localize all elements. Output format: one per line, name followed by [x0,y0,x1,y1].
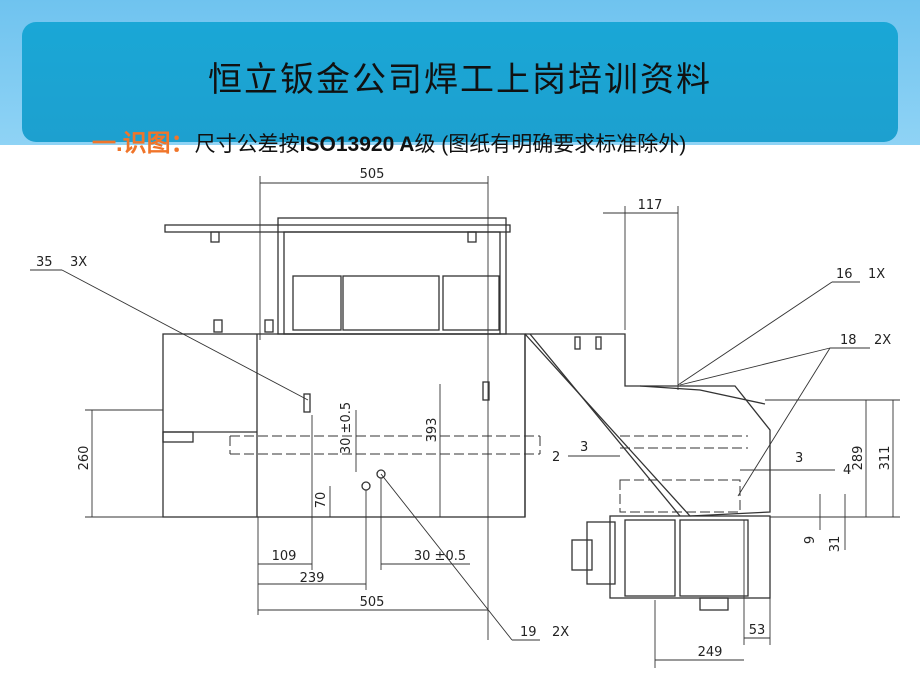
subtitle-text-after: 级 (图纸有明确要求标准除外) [414,133,687,156]
dim-393: 393 [425,418,440,443]
dim-30-horizontal: 30 ±0.5 [414,549,466,564]
hopper [524,333,771,517]
top-plate [164,224,511,233]
title-banner [22,22,898,142]
dim-left-260: 260 [77,446,92,471]
motor [609,515,771,599]
weld-size-4: 3 [795,451,803,466]
callout-35: 35 [36,255,53,270]
callout-19-qty: 2X [552,625,569,640]
callout-18-qty: 2X [874,333,891,348]
standard-name: ISO13920 A [299,133,415,156]
dim-70: 70 [314,492,329,509]
dim-9: 9 [803,536,818,544]
dim-top-117: 117 [638,198,663,213]
dim-30-vertical: 30 ±0.5 [339,402,354,454]
callout-35-qty: 3X [70,255,87,270]
callout-18: 18 [840,333,857,348]
dim-289: 289 [851,446,866,471]
callout-16: 16 [836,267,853,282]
dim-311: 311 [878,446,893,471]
dim-109: 109 [272,549,297,564]
weld-symbol-4: 4 [843,463,851,478]
subtitle-text-before: 尺寸公差按 [194,133,300,156]
callout-19: 19 [520,625,537,640]
dim-31: 31 [828,536,843,553]
weld-symbol-2: 2 [552,450,560,465]
slide-title: 恒立钣金公司焊工上岗培训资料 [208,60,712,100]
callout-16-qty: 1X [868,267,885,282]
dim-249: 249 [698,645,723,660]
weld-size-2: 3 [580,440,588,455]
dim-top-505: 505 [360,167,385,182]
dim-53: 53 [749,623,766,638]
section-label: 一.识图： [92,130,195,157]
dim-bottom-505: 505 [360,595,385,610]
subtitle: 一.识图：尺寸公差按ISO13920 A级 (图纸有明确要求标准除外) [92,130,686,158]
dim-239: 239 [300,571,325,586]
